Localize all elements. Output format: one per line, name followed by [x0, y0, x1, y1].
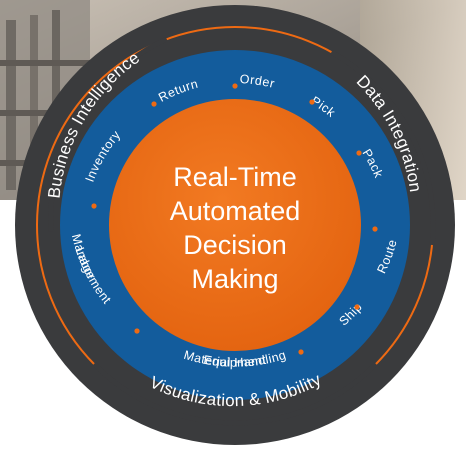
separator-dot [354, 304, 360, 310]
step-separator-dots [91, 83, 378, 355]
separator-dot [232, 83, 238, 89]
center-line-4: Making [191, 264, 278, 294]
separator-dot [91, 203, 97, 209]
center-line-1: Real-Time [173, 162, 297, 192]
step-equipment-label: Equipment [203, 353, 268, 370]
center-line-2: Automated [170, 196, 301, 226]
separator-dot [134, 328, 140, 334]
separator-dot [356, 150, 362, 156]
center-line-3: Decision [183, 230, 287, 260]
separator-dot [151, 101, 157, 107]
separator-dot [309, 99, 315, 105]
separator-dot [372, 226, 378, 232]
separator-dot [298, 349, 304, 355]
center-title: Real-Time Automated Decision Making [170, 162, 301, 294]
step-order-label: Order [239, 72, 276, 91]
center-circle [109, 99, 361, 351]
